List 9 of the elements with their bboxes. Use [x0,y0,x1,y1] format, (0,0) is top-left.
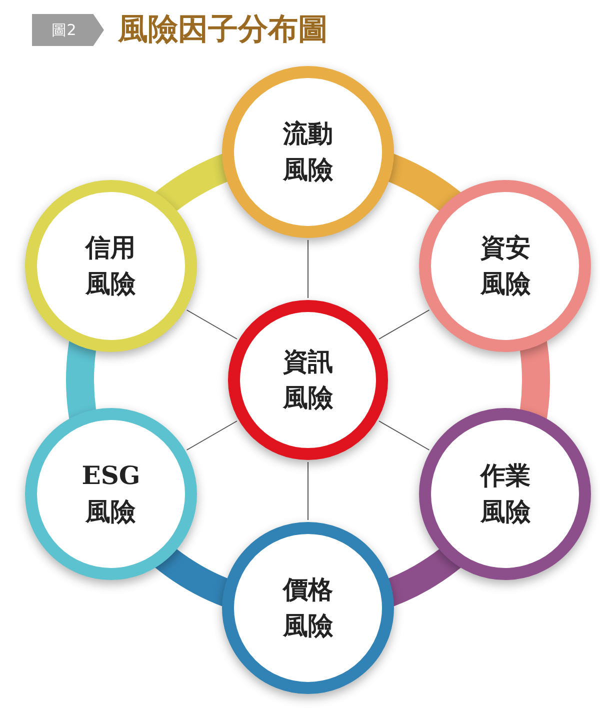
risk-label: 流動風險 [282,118,334,186]
risk-label: 資安風險 [479,232,532,300]
risk-label: ESG風險 [82,460,140,528]
figure-number-tag: 圖2 [32,14,104,46]
title: 風險因子分布圖 [118,15,328,45]
risk-label: 價格風險 [281,574,334,642]
risk-label: 資訊風險 [282,346,334,414]
risk-label: 作業風險 [478,460,532,528]
risk-label: 信用風險 [84,232,137,300]
